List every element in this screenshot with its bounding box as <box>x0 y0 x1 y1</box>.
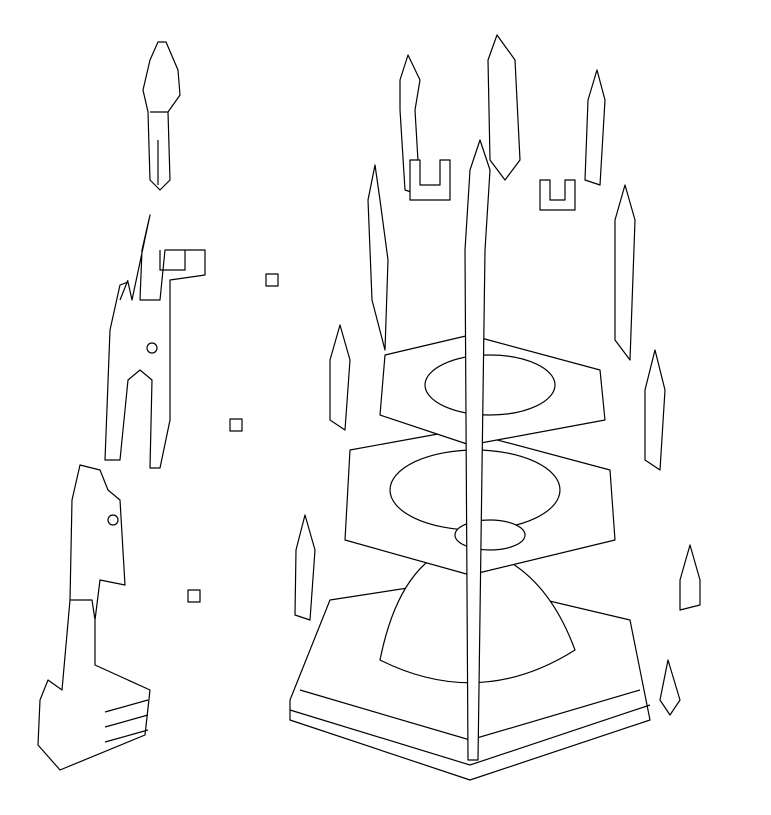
tower-upper-platform <box>379 334 606 446</box>
loose-spire-top-piece <box>142 41 181 191</box>
tower-spires <box>294 34 701 761</box>
connector-clips <box>187 273 279 603</box>
tower-brackets <box>409 159 576 211</box>
loose-side-panel-bottom <box>37 464 151 771</box>
loose-side-panel-middle <box>104 214 206 469</box>
